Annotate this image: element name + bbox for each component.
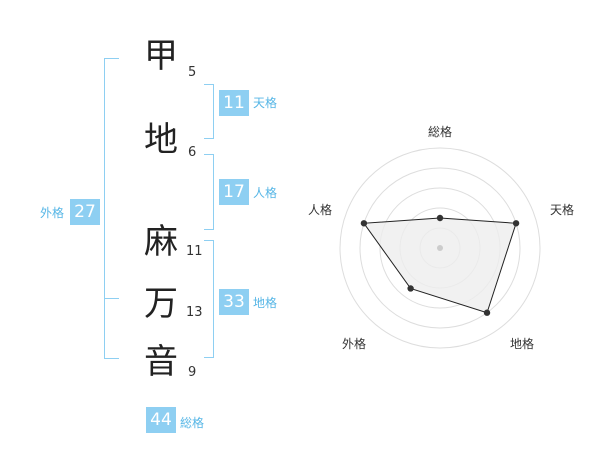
tenkaku-label: 天格 [253,96,278,110]
gaikaku-label: 外格 [40,206,65,220]
gaikaku-bracket [104,58,119,359]
jinkaku-bracket [204,154,214,230]
name-char-5: 音 [144,342,178,382]
soukaku-label: 総格 [180,416,205,430]
radar-point [436,214,444,222]
name-char-1: 甲 [144,36,178,76]
radar-label-chikaku: 地格 [510,337,535,351]
radar-chart [339,147,541,349]
radar-point [483,309,491,316]
stroke-count-4: 13 [186,305,203,320]
jinkaku-value: 17 [219,179,249,205]
chikaku-label: 地格 [253,296,278,310]
radar-point [360,220,368,227]
soukaku-value: 44 [146,407,176,433]
stroke-count-5: 9 [188,365,197,380]
tenkaku-bracket [204,84,214,139]
radar-center-dot [437,245,443,251]
jinkaku-label: 人格 [253,186,278,200]
gaikaku-value: 27 [70,199,100,225]
radar-label-gaikaku: 外格 [342,337,367,351]
radar-ring [359,167,521,329]
radar-polygon [362,217,517,314]
radar-label-tenkaku: 天格 [550,203,575,217]
radar-label-jinkaku: 人格 [308,203,333,217]
name-char-2: 地 [144,120,178,160]
stroke-count-2: 6 [188,145,197,160]
gaikaku-divider [104,298,119,299]
stroke-count-1: 5 [188,65,197,80]
chikaku-value: 33 [219,289,249,315]
radar-point [407,285,414,292]
name-char-4: 万 [144,284,178,324]
radar-ring [339,147,541,349]
chikaku-bracket [204,240,214,358]
tenkaku-value: 11 [219,90,249,116]
name-char-3: 麻 [144,222,178,262]
stroke-count-3: 11 [186,244,203,259]
radar-label-soukaku: 総格 [428,125,453,139]
radar-point [512,220,520,227]
